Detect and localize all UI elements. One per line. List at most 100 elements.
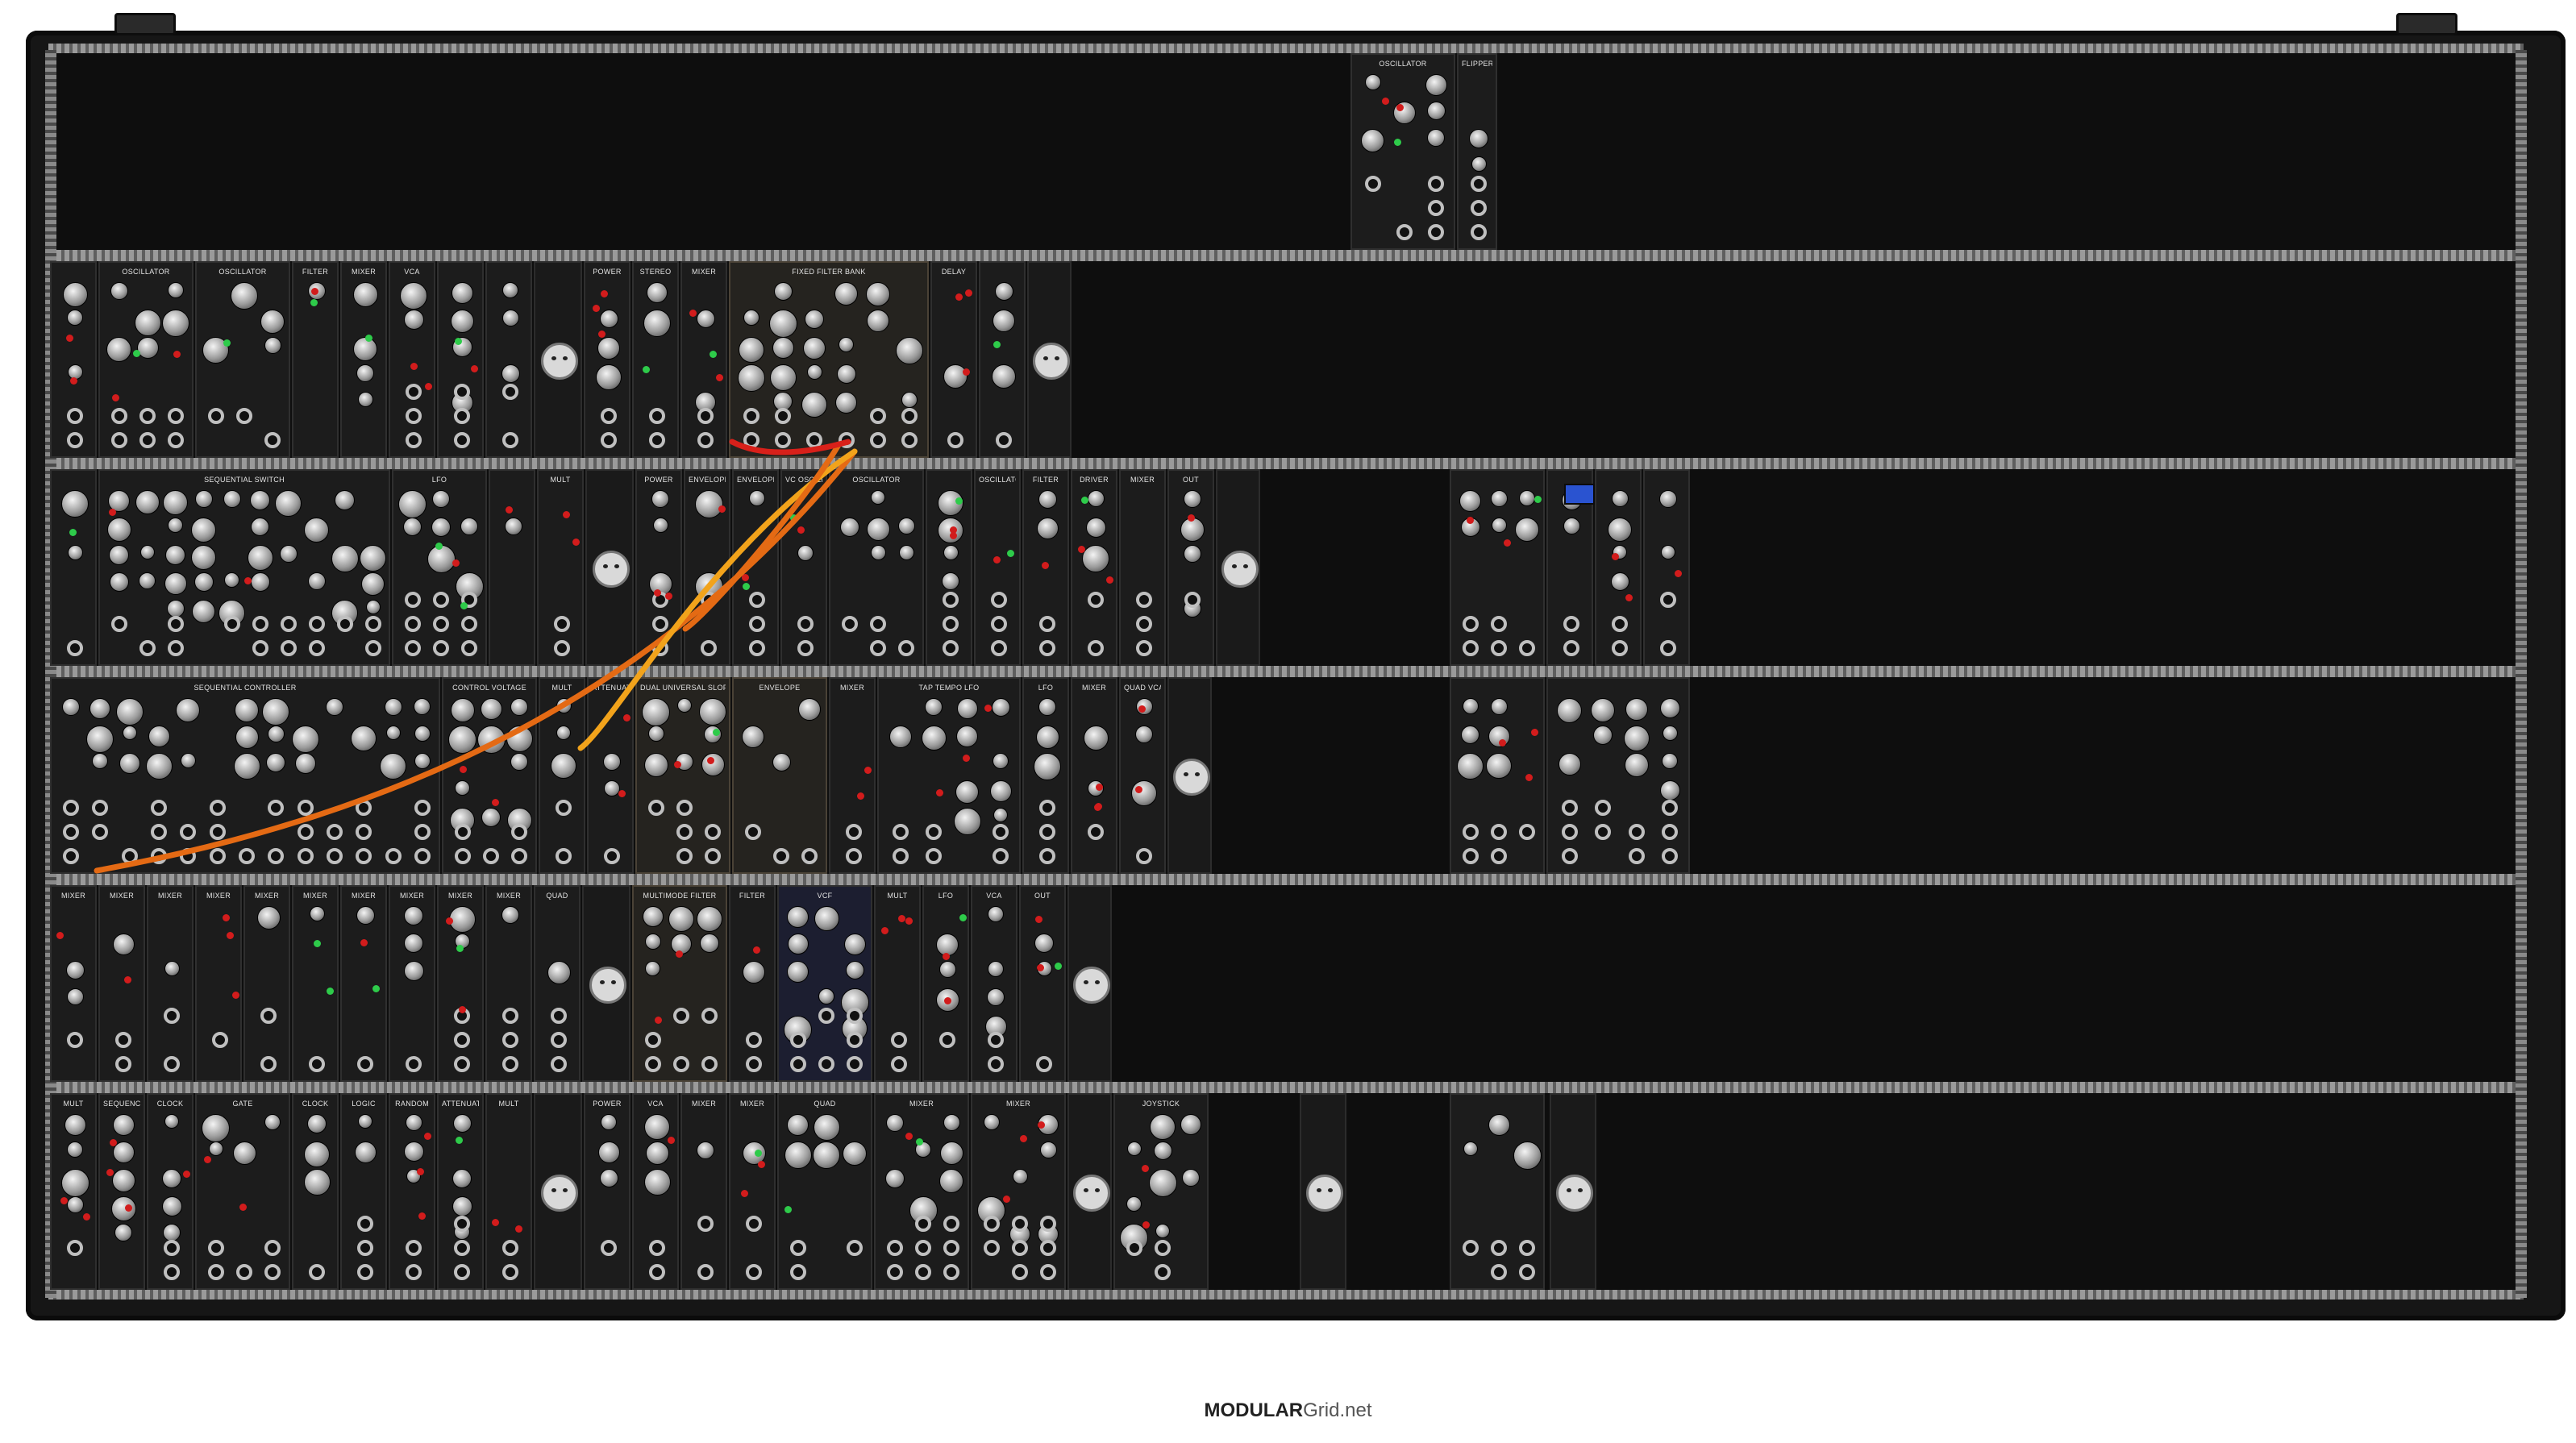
knob[interactable]	[307, 572, 326, 590]
patch-jack[interactable]	[454, 1032, 470, 1048]
patch-jack[interactable]	[454, 1264, 470, 1280]
patch-jack[interactable]	[988, 1032, 1004, 1048]
patch-jack[interactable]	[223, 616, 240, 632]
patch-jack[interactable]	[996, 432, 1012, 448]
knob[interactable]	[92, 753, 109, 769]
knob[interactable]	[164, 572, 187, 595]
patch-jack[interactable]	[326, 848, 343, 864]
knob[interactable]	[400, 282, 427, 310]
patch-jack[interactable]	[168, 432, 185, 448]
knob[interactable]	[233, 753, 260, 780]
patch-jack[interactable]	[1595, 824, 1612, 840]
patch-jack[interactable]	[280, 616, 297, 632]
knob[interactable]	[798, 698, 822, 721]
knob[interactable]	[885, 1114, 904, 1132]
knob[interactable]	[452, 1196, 472, 1216]
knob[interactable]	[109, 545, 129, 565]
patch-jack[interactable]	[604, 848, 620, 864]
patch-jack[interactable]	[1088, 592, 1104, 608]
knob[interactable]	[668, 906, 694, 932]
patch-jack[interactable]	[705, 848, 722, 864]
knob[interactable]	[331, 545, 359, 572]
knob[interactable]	[1625, 698, 1648, 721]
patch-jack[interactable]	[326, 824, 343, 840]
patch-jack[interactable]	[454, 1216, 470, 1232]
patch-jack[interactable]	[652, 616, 668, 632]
knob[interactable]	[110, 282, 128, 300]
knob[interactable]	[262, 698, 290, 726]
patch-jack[interactable]	[744, 824, 761, 840]
knob[interactable]	[86, 726, 114, 753]
patch-jack[interactable]	[1519, 1264, 1536, 1280]
knob[interactable]	[65, 961, 85, 979]
knob[interactable]	[1486, 753, 1512, 779]
patch-jack[interactable]	[1491, 616, 1507, 632]
knob[interactable]	[1563, 518, 1580, 534]
knob[interactable]	[66, 988, 84, 1005]
patch-jack[interactable]	[947, 432, 963, 448]
knob[interactable]	[264, 1114, 281, 1130]
patch-jack[interactable]	[797, 616, 814, 632]
patch-jack[interactable]	[406, 1264, 422, 1280]
patch-jack[interactable]	[1088, 640, 1104, 656]
knob[interactable]	[404, 934, 423, 953]
knob[interactable]	[405, 1114, 422, 1131]
patch-jack[interactable]	[164, 1240, 180, 1256]
knob[interactable]	[597, 1142, 620, 1163]
patch-jack[interactable]	[1660, 592, 1676, 608]
knob[interactable]	[505, 518, 522, 535]
patch-jack[interactable]	[983, 1216, 1000, 1232]
patch-jack[interactable]	[746, 1216, 762, 1232]
patch-jack[interactable]	[676, 848, 693, 864]
patch-jack[interactable]	[701, 592, 717, 608]
knob[interactable]	[357, 392, 373, 407]
knob[interactable]	[701, 753, 725, 776]
patch-jack[interactable]	[433, 640, 449, 656]
patch-jack[interactable]	[1563, 640, 1579, 656]
knob[interactable]	[1557, 698, 1583, 723]
patch-jack[interactable]	[110, 616, 127, 632]
knob[interactable]	[1012, 1169, 1028, 1184]
knob[interactable]	[250, 490, 270, 510]
knob[interactable]	[135, 490, 160, 514]
patch-jack[interactable]	[511, 824, 528, 840]
patch-jack[interactable]	[746, 1056, 762, 1072]
knob[interactable]	[818, 988, 834, 1004]
patch-jack[interactable]	[901, 432, 918, 448]
patch-jack[interactable]	[297, 848, 314, 864]
knob[interactable]	[994, 282, 1013, 301]
knob[interactable]	[202, 1114, 231, 1142]
knob[interactable]	[647, 726, 664, 742]
knob[interactable]	[1035, 726, 1059, 749]
patch-jack[interactable]	[1396, 224, 1413, 240]
patch-jack[interactable]	[454, 848, 471, 864]
patch-jack[interactable]	[207, 408, 224, 424]
patch-jack[interactable]	[454, 432, 470, 448]
knob[interactable]	[307, 1114, 327, 1133]
knob[interactable]	[596, 364, 622, 390]
patch-jack[interactable]	[943, 1240, 960, 1256]
knob[interactable]	[165, 545, 185, 565]
knob[interactable]	[1184, 545, 1201, 563]
patch-jack[interactable]	[773, 848, 789, 864]
knob[interactable]	[60, 1169, 89, 1197]
patch-jack[interactable]	[806, 432, 823, 448]
knob[interactable]	[645, 961, 661, 976]
patch-jack[interactable]	[644, 1032, 661, 1048]
knob[interactable]	[264, 337, 281, 354]
patch-jack[interactable]	[749, 616, 765, 632]
knob[interactable]	[115, 698, 144, 726]
patch-jack[interactable]	[356, 848, 372, 864]
patch-jack[interactable]	[943, 592, 959, 608]
knob[interactable]	[677, 698, 692, 713]
knob[interactable]	[450, 698, 475, 722]
patch-jack[interactable]	[926, 848, 943, 864]
patch-jack[interactable]	[1563, 616, 1579, 632]
patch-jack[interactable]	[1136, 616, 1152, 632]
patch-jack[interactable]	[556, 800, 572, 816]
knob[interactable]	[161, 1196, 182, 1216]
patch-jack[interactable]	[1155, 1240, 1171, 1256]
knob[interactable]	[955, 780, 980, 804]
patch-jack[interactable]	[847, 1032, 864, 1048]
knob[interactable]	[943, 364, 968, 389]
